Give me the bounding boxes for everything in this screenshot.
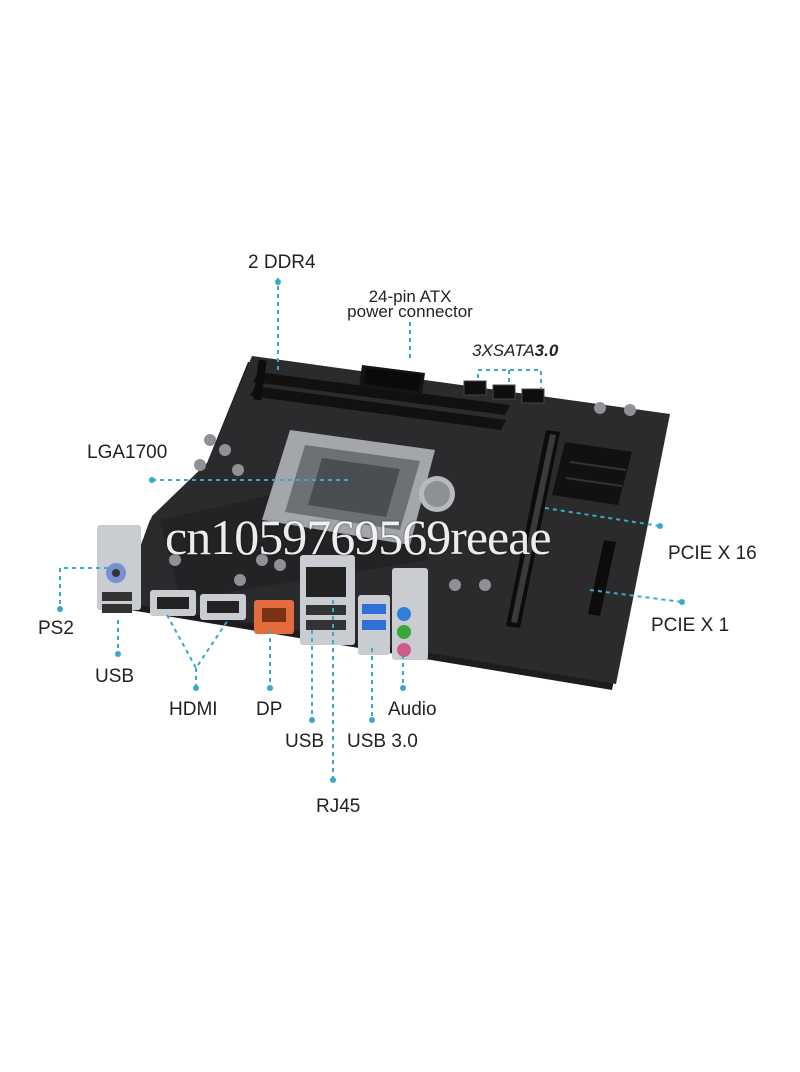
label-usb3: USB 3.0: [347, 731, 418, 752]
capacitors: [169, 402, 636, 591]
label-usb-left: USB: [95, 666, 135, 687]
leader-ps2: [59, 567, 112, 612]
label-usb-mid: USB: [285, 731, 325, 752]
label-pcie-x16: PCIE X 16: [668, 543, 757, 564]
leader-pcie16: [544, 507, 661, 527]
rear-io-panel: [97, 525, 428, 660]
leader-sata: [477, 369, 542, 388]
ddr4-slots: [250, 359, 510, 430]
leader-dots: [57, 279, 685, 783]
label-hdmi: HDMI: [169, 699, 218, 720]
label-atx-line1: 24-pin ATX: [368, 287, 452, 306]
atx-power-connector: [359, 365, 425, 395]
label-rj45: RJ45: [316, 796, 361, 817]
leader-lines: [59, 278, 683, 780]
pcie-x16-slot: [506, 430, 560, 628]
label-dp: DP: [256, 699, 283, 720]
label-atx-line2: power connector: [347, 302, 473, 321]
chipset-heatsink: [552, 442, 632, 505]
sata-ports: [463, 380, 545, 404]
label-ddr4: 2 DDR4: [248, 252, 316, 273]
label-ps2: PS2: [38, 618, 74, 639]
label-lga1700: LGA1700: [87, 442, 168, 463]
leader-hdmi: [166, 614, 229, 670]
cpu-socket: [262, 430, 435, 545]
label-pcie-x1: PCIE X 1: [651, 615, 730, 636]
label-audio: Audio: [388, 699, 437, 720]
cmos-battery: [419, 476, 455, 512]
pcie-x1-slot: [588, 540, 616, 616]
label-sata: 3XSATA3.0: [472, 341, 559, 360]
watermark: cn1059769569reeae: [165, 509, 552, 565]
